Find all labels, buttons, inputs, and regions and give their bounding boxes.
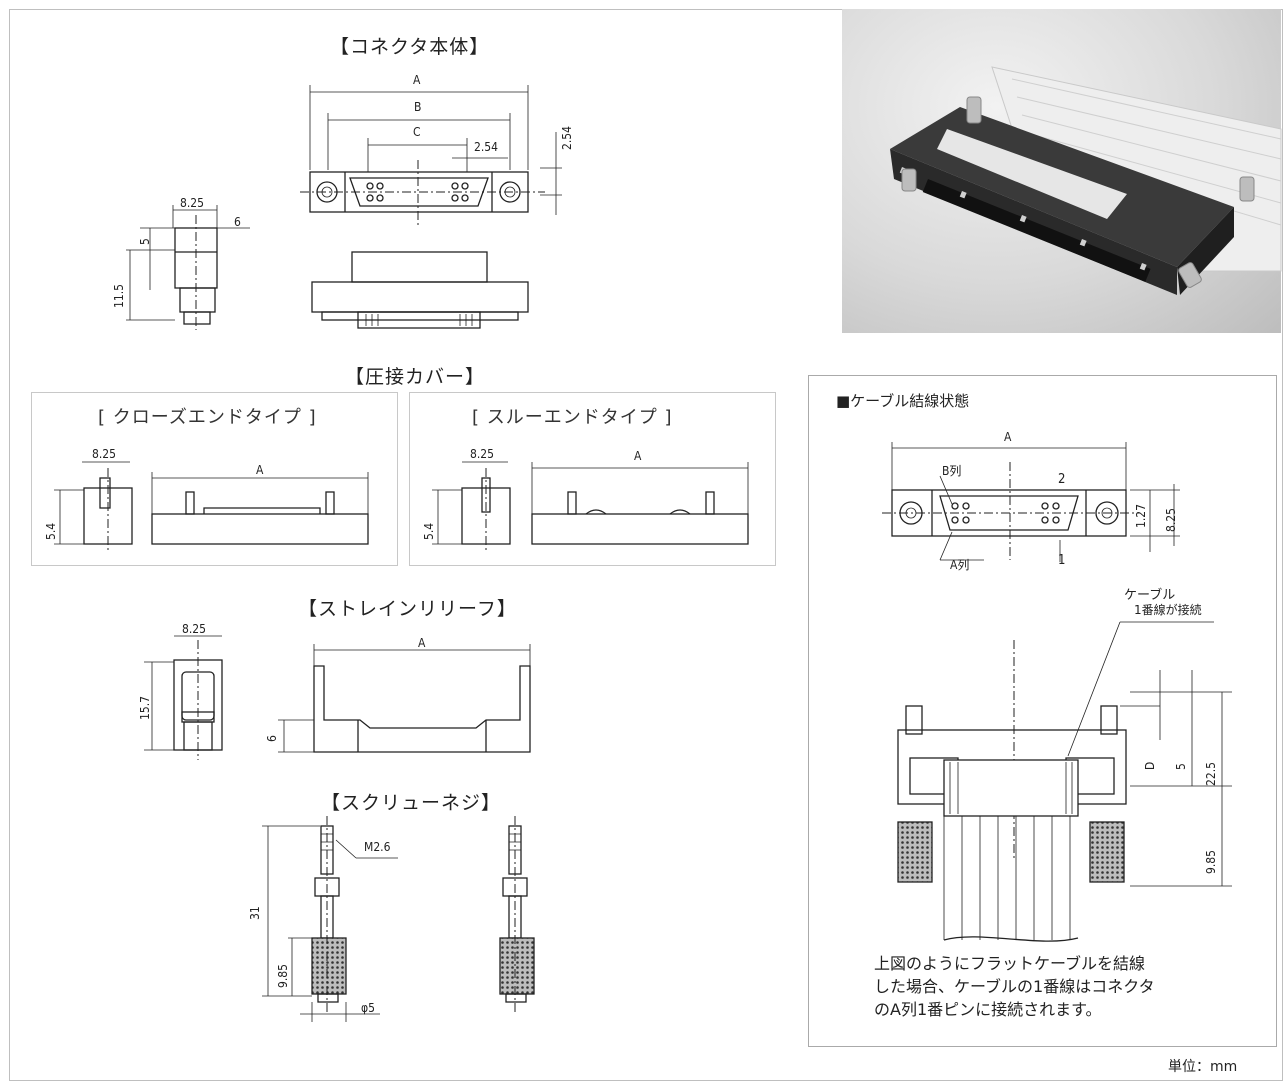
dim-8-25-through: 8.25 (470, 447, 495, 461)
dim-6-side: 6 (234, 215, 241, 229)
dim-pitch-body: 2.54 (474, 140, 499, 154)
label-row-b: B列 (942, 464, 962, 478)
wiring-note-line-3: のA列1番ピンに接続されます。 (874, 1000, 1102, 1019)
dim-A-wiring: A (1004, 430, 1012, 444)
through-end-box (409, 392, 776, 566)
wiring-note-line-2: した場合、ケーブルの1番線はコネクタ (874, 977, 1155, 996)
screw-heading: 【スクリューネジ】 (321, 792, 502, 814)
wiring-note-line-1: 上図のようにフラットケーブルを結線 (874, 954, 1146, 973)
dim-C-body: C (413, 125, 421, 139)
dim-A-strain: A (418, 636, 426, 650)
dim-8-25-strain: 8.25 (182, 622, 207, 636)
dim-A-through: A (634, 449, 642, 463)
press-cover-heading: 【圧接カバー】 (345, 366, 486, 388)
dim-5-wiring: 5 (1174, 763, 1188, 770)
through-end-heading: [ スルーエンドタイプ ] (472, 407, 673, 428)
label-row-a: A列 (950, 558, 970, 572)
cable-wiring-box (808, 375, 1277, 1047)
dim-M2-6-screw: M2.6 (364, 840, 391, 854)
label-pin-2: 2 (1058, 472, 1066, 487)
cable-wiring-title: ■ケーブル結線状態 (836, 392, 970, 410)
unit-label: 単位：mm (1168, 1059, 1238, 1075)
dim-A-closed: A (256, 463, 264, 477)
dim-width-side: 8.25 (180, 196, 205, 210)
label-pin-1: 1 (1058, 553, 1066, 568)
closed-end-heading: [ クローズエンドタイプ ] (98, 407, 317, 428)
dim-D-wiring: D (1143, 761, 1157, 770)
closed-end-box (31, 392, 398, 566)
dim-1-27-wiring: 1.27 (1134, 503, 1148, 528)
dim-8-25-wiring: 8.25 (1164, 507, 1178, 532)
dim-A-body: A (413, 73, 421, 87)
dim-9-85-wiring: 9.85 (1204, 849, 1218, 874)
dim-phi5-screw: φ5 (361, 1001, 375, 1015)
cable-label-2: 1番線が接続 (1134, 603, 1202, 617)
strain-relief-heading: 【ストレインリリーフ】 (298, 598, 517, 620)
cable-label: ケーブル (1124, 588, 1176, 603)
connector-body-heading: 【コネクタ本体】 (330, 36, 490, 58)
product-photo (842, 9, 1282, 333)
connector-photo-illustration (890, 66, 1282, 295)
dim-8-25-closed: 8.25 (92, 447, 117, 461)
dim-B-body: B (414, 100, 422, 114)
dim-22-5-wiring: 22.5 (1204, 761, 1218, 786)
